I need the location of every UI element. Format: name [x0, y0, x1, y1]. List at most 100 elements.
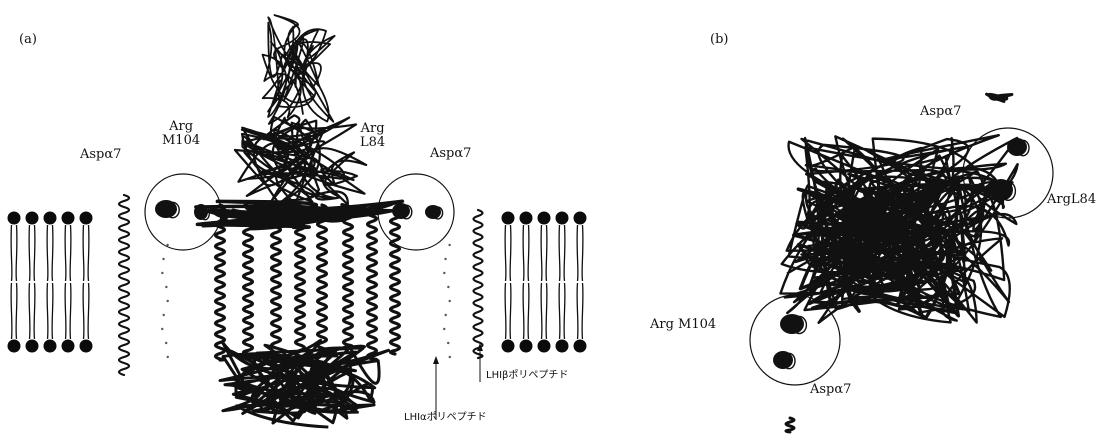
- lipid-tail: [559, 283, 560, 339]
- lipid-tail: [52, 225, 53, 281]
- lipid-tail: [88, 225, 89, 281]
- label-asp-alpha7-bottom: Aspα7: [810, 383, 851, 397]
- rc-transmembrane-helix: [244, 213, 253, 354]
- lipid-head: [520, 340, 533, 353]
- lipid-tail: [505, 225, 506, 281]
- lipid-tail: [83, 283, 84, 339]
- reaction-center-side-view: [196, 15, 403, 427]
- label-lh1-alpha-polypeptide: LHIαポリペプチド: [404, 411, 487, 425]
- highlight-circle-arg-m104-top: [750, 295, 840, 385]
- lipid-tail: [70, 225, 71, 281]
- lipid-head: [502, 340, 515, 353]
- lipid-tail: [29, 283, 30, 339]
- lipid-head: [8, 212, 21, 225]
- lipid-tail: [70, 283, 71, 339]
- lh1-helix-faint: [165, 286, 167, 288]
- lipid-head: [556, 340, 569, 353]
- rc-top-helix-fragment: [987, 94, 1012, 101]
- lipid-tail: [510, 225, 511, 281]
- lh1-helix-faint: [444, 258, 446, 260]
- lipid-tail: [582, 283, 583, 339]
- lh1-helix-faint: [163, 314, 165, 316]
- label-arrows: [433, 343, 483, 420]
- lipid-tail: [34, 225, 35, 281]
- lipid-tail: [11, 283, 12, 339]
- panel-a-label: (a): [19, 33, 37, 47]
- lh1-helix-faint: [443, 272, 445, 274]
- lipid-tail: [546, 225, 547, 281]
- lipid-head: [520, 212, 533, 225]
- label-asp-alpha7-top: Aspα7: [920, 105, 961, 119]
- lh1-helix-faint: [167, 356, 169, 358]
- rc-interface-coil: [196, 201, 403, 228]
- lh1-helix-faint: [443, 328, 445, 330]
- rc-transmembrane-helix: [318, 205, 327, 354]
- lipid-head: [556, 212, 569, 225]
- lh1-helix-right: [474, 210, 483, 358]
- lh1-helix-faint: [447, 342, 449, 344]
- lipid-head: [538, 340, 551, 353]
- lipid-tail: [528, 283, 529, 339]
- lh1-helix-faint: [166, 300, 168, 302]
- rc-transmembrane-helix: [391, 213, 400, 354]
- lh1-helix-faint: [162, 258, 164, 260]
- lipid-tail: [34, 283, 35, 339]
- lipid-head: [26, 340, 39, 353]
- lipid-tail: [83, 225, 84, 281]
- lipid-tail: [65, 225, 66, 281]
- lipid-tail: [577, 225, 578, 281]
- lipid-tail: [510, 283, 511, 339]
- label-arg-m104: Arg M104: [162, 120, 200, 148]
- lipid-tail: [577, 283, 578, 339]
- lipid-head: [26, 212, 39, 225]
- lipid-tail: [16, 283, 17, 339]
- lh1-helix-faint: [447, 286, 449, 288]
- lipid-tail: [564, 283, 565, 339]
- label-arg-l84: Arg L84: [360, 122, 385, 150]
- lipid-tail: [29, 225, 30, 281]
- lipid-head: [80, 340, 93, 353]
- lipid-head: [538, 212, 551, 225]
- lh1-helix-faint: [448, 244, 450, 246]
- lipid-tail: [523, 225, 524, 281]
- panel-b-label: (b): [710, 33, 728, 47]
- lipid-head: [574, 340, 587, 353]
- lipid-tail: [559, 225, 560, 281]
- rc-periplasmic-coil: [235, 115, 366, 204]
- lipid-tail: [582, 225, 583, 281]
- lipid-bilayer-left: [8, 212, 93, 353]
- label-lh1-beta-polypeptide: LHIβポリペプチド: [486, 369, 568, 383]
- lipid-head: [574, 212, 587, 225]
- label-arg-m104-top: Arg M104: [650, 318, 716, 332]
- rc-top-core-coil: [794, 180, 963, 318]
- lipid-tail: [541, 283, 542, 339]
- lh1-helix-faint: [445, 314, 447, 316]
- lipid-tail: [564, 225, 565, 281]
- lipid-tail: [52, 283, 53, 339]
- lh1-helix-faint: [161, 328, 163, 330]
- lipid-head: [62, 340, 75, 353]
- lipid-head: [80, 212, 93, 225]
- label-arg-l84-top: ArgL84: [1047, 193, 1096, 207]
- lipid-tail: [546, 283, 547, 339]
- lipid-head: [62, 212, 75, 225]
- lh1-helix-faint: [448, 300, 450, 302]
- lipid-head: [44, 340, 57, 353]
- lipid-tail: [541, 225, 542, 281]
- lipid-tail: [11, 225, 12, 281]
- rc-h-subunit-coil: [263, 15, 335, 124]
- lipid-tail: [16, 225, 17, 281]
- label-asp-alpha7-left: Aspα7: [80, 148, 121, 162]
- lh1-helix-faint: [161, 272, 163, 274]
- lipid-tail: [505, 283, 506, 339]
- rc-transmembrane-helix: [344, 213, 353, 348]
- lh1-helix-faint: [449, 356, 451, 358]
- lipid-tail: [528, 225, 529, 281]
- rc-top-helix: [786, 418, 794, 432]
- rc-transmembrane-helix: [368, 205, 377, 360]
- lipid-head: [502, 212, 515, 225]
- rc-cytoplasmic-coil: [220, 340, 389, 427]
- lipid-tail: [47, 225, 48, 281]
- lh1-helix-faint: [165, 342, 167, 344]
